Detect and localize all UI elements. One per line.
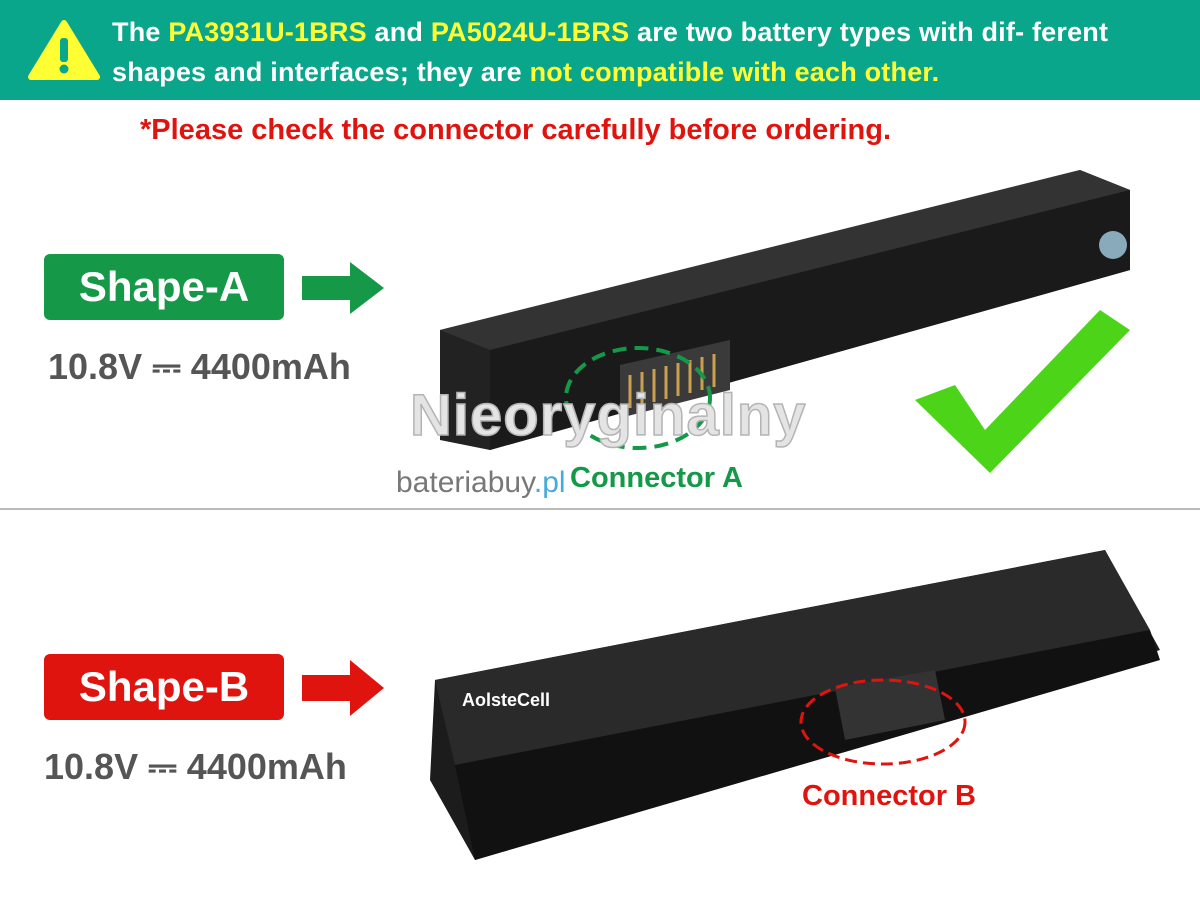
arrow-right-icon	[302, 262, 384, 314]
battery-a-image	[440, 170, 1130, 450]
connector-a-label: Connector A	[570, 462, 743, 494]
arrow-right-icon	[302, 660, 384, 716]
warning-triangle-icon	[28, 20, 100, 80]
watermark-text: Nieoryginalny	[409, 383, 807, 449]
battery-brand: AolsteCell	[462, 690, 551, 710]
section-divider	[0, 508, 1200, 510]
shape-a-label: Shape-A	[44, 254, 284, 320]
connector-b-label: Connector B	[802, 780, 976, 812]
checkmark-icon	[915, 310, 1130, 473]
connector-notice: *Please check the connector carefully be…	[140, 114, 892, 146]
shape-a-spec: 10.8V ⎓ 4400mAh	[48, 346, 351, 387]
warning-banner: The PA3931U-1BRS and PA5024U-1BRS are tw…	[0, 0, 1200, 100]
watermark-site: bateriabuy.pl	[396, 466, 566, 499]
shape-b-label: Shape-B	[44, 654, 284, 720]
compatibility-warning-text: The PA3931U-1BRS and PA5024U-1BRS are tw…	[112, 17, 1109, 87]
shape-b-spec: 10.8V ⎓ 4400mAh	[44, 746, 347, 787]
battery-b-image	[430, 550, 1160, 860]
